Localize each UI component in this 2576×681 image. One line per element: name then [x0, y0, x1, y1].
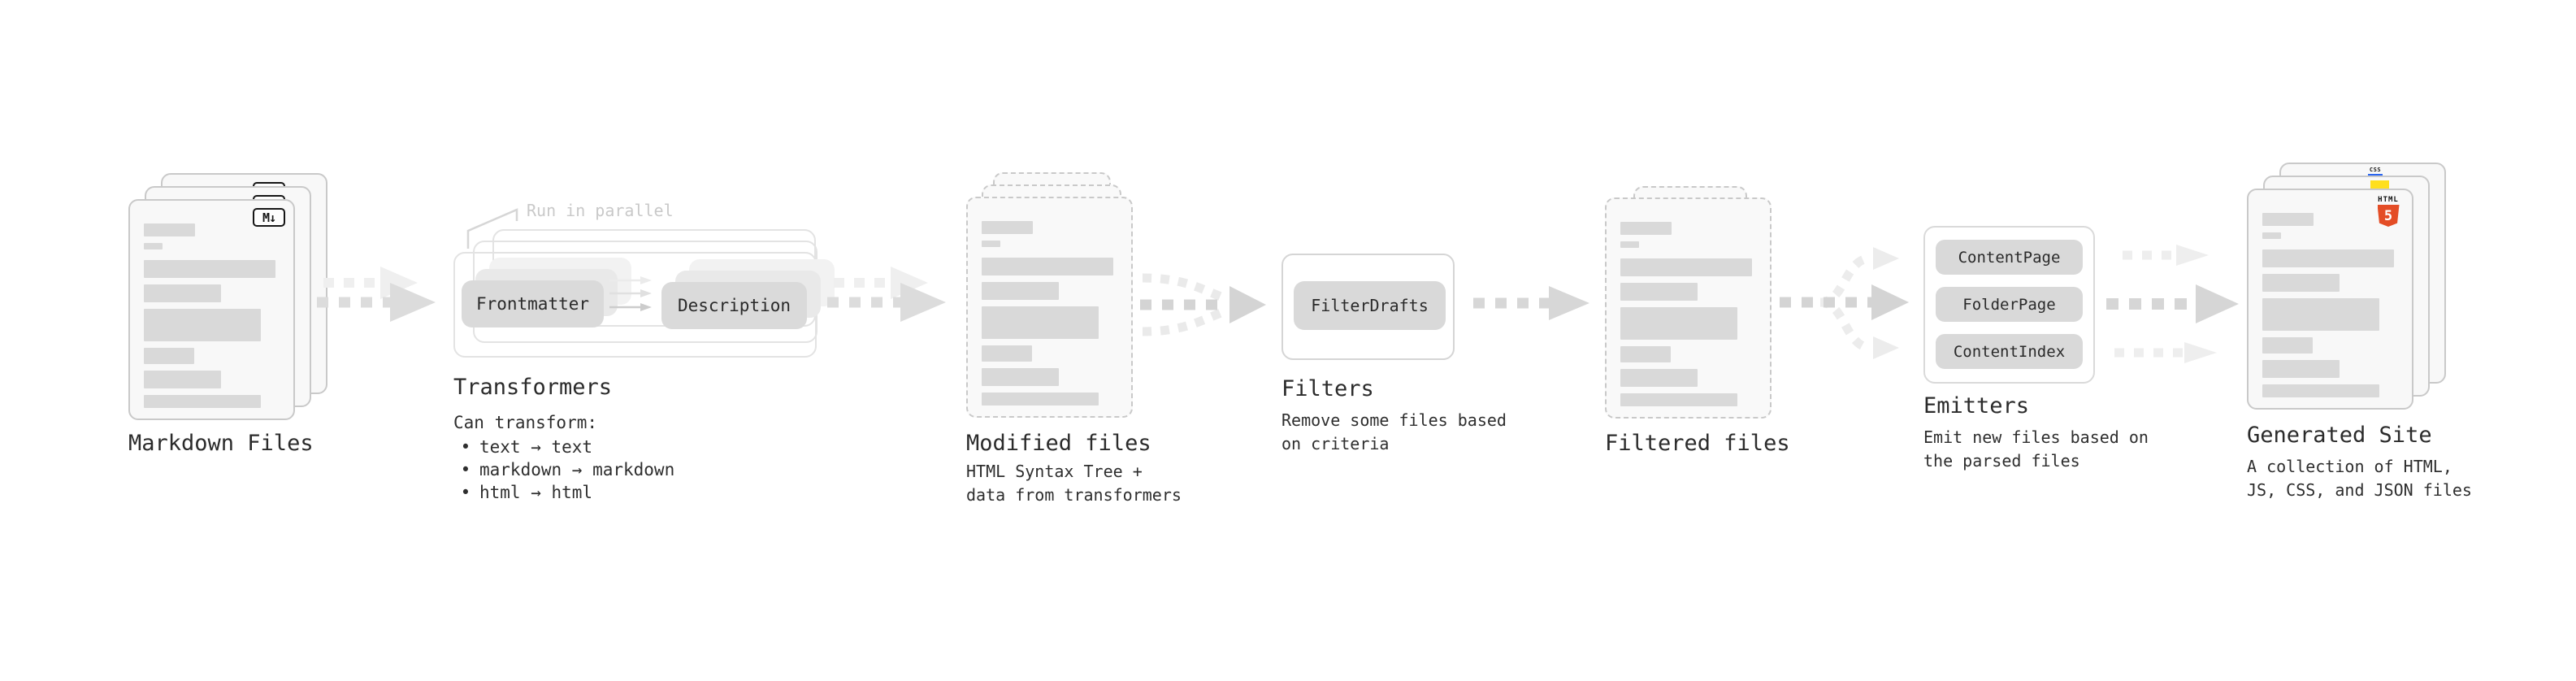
- transformers-desc-heading: Can transform:: [453, 413, 598, 432]
- html5-icon: HTML 5: [2375, 196, 2401, 227]
- document-placeholder-bars: [1620, 222, 1756, 406]
- bullet-text: text → text: [479, 437, 593, 457]
- document-placeholder-bars: [982, 221, 1117, 406]
- bullet-glyph: •: [460, 460, 471, 479]
- markdown-icon: M↓: [253, 208, 285, 227]
- bullet-item: • html → html: [460, 481, 674, 504]
- bullet-text: markdown → markdown: [479, 460, 675, 479]
- filtered-files-label: Filtered files: [1605, 431, 1790, 456]
- emitter-pill-stack: ContentPage FolderPage ContentIndex: [1936, 240, 2083, 369]
- document-placeholder-bars: [2262, 213, 2398, 397]
- modified-files-label: Modified files: [966, 431, 1151, 456]
- transformers-title: Transformers: [453, 375, 613, 400]
- emitters-desc: Emit new files based on the parsed files: [1923, 427, 2149, 471]
- generated-site-desc: A collection of HTML, JS, CSS, and JSON …: [2247, 457, 2472, 500]
- filters-desc: Remove some files based on criteria: [1281, 410, 1507, 453]
- transformers-bullet-list: • text → text • markdown → markdown • ht…: [460, 436, 675, 504]
- parallel-flow-icon: [827, 267, 946, 322]
- generated-file-card-html: HTML 5: [2247, 189, 2413, 410]
- filters-title: Filters: [1281, 376, 1374, 401]
- filtered-file-card-front: [1605, 197, 1772, 419]
- modified-file-card-front: [966, 197, 1133, 418]
- run-in-parallel-annotation: Run in parallel: [527, 201, 674, 220]
- generated-site-stack: CSS HTML 5: [2247, 163, 2447, 410]
- triple-flow-arrows-icon: [2106, 245, 2239, 363]
- emitter-pill-folderpage: FolderPage: [1936, 287, 2083, 322]
- emitter-pill-contentpage: ContentPage: [1936, 240, 2083, 275]
- annotation-leader-line: [466, 208, 518, 249]
- bullet-glyph: •: [460, 483, 471, 502]
- bullet-item: • markdown → markdown: [460, 458, 675, 481]
- modified-files-desc: HTML Syntax Tree + data from transformer…: [966, 462, 1182, 505]
- flow-arrow-icon: [1473, 286, 1589, 320]
- css-icon: CSS: [2368, 167, 2383, 176]
- filters-box: FilterDrafts: [1281, 254, 1455, 360]
- bullet-text: html → html: [479, 483, 593, 502]
- emitters-box: ContentPage FolderPage ContentIndex: [1923, 226, 2095, 384]
- generated-site-label: Generated Site: [2247, 423, 2432, 448]
- filtered-files-stack: [1605, 186, 1805, 419]
- markdown-files-stack: M↓ M↓ M↓: [128, 173, 328, 421]
- transformer-pill-frontmatter: Frontmatter: [462, 280, 604, 327]
- emitters-title: Emitters: [1923, 393, 2030, 419]
- markdown-file-card-front: M↓: [128, 199, 295, 420]
- document-placeholder-bars: [144, 223, 280, 408]
- js-icon: [2370, 180, 2389, 189]
- bullet-glyph: •: [460, 437, 471, 457]
- fanout-flow-icon: [1780, 247, 1909, 359]
- transformer-step-arrows-icon: [609, 276, 652, 311]
- bullet-item: • text → text: [460, 436, 674, 458]
- modified-files-stack: [966, 172, 1166, 418]
- filter-pill-filterdrafts: FilterDrafts: [1294, 281, 1446, 330]
- markdown-files-label: Markdown Files: [128, 431, 314, 456]
- merge-flow-icon: [1140, 273, 1266, 336]
- transformer-pill-description: Description: [661, 282, 807, 329]
- emitter-pill-contentindex: ContentIndex: [1936, 334, 2083, 369]
- parallel-flow-icon: [317, 267, 436, 322]
